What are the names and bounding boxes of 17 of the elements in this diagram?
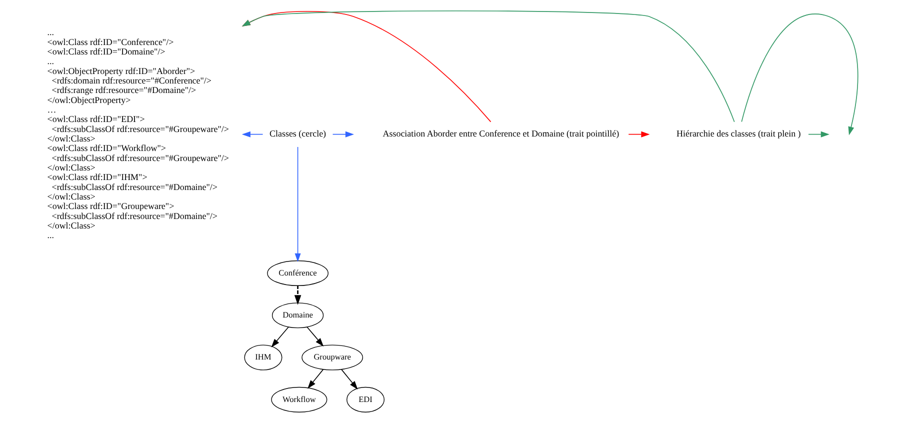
- arrow: [241, 10, 491, 122]
- arrow: [740, 14, 858, 136]
- arrow: [340, 369, 358, 390]
- arrow: [628, 131, 650, 138]
- arrow: [306, 326, 324, 347]
- arrow: [270, 326, 288, 348]
- node-text: Classes (cercle): [269, 128, 326, 139]
- node-text: Association Aborder entre Conference et Domaine (trait pointillé): [382, 128, 619, 139]
- arrow: [294, 146, 300, 262]
- arrow: [294, 286, 301, 305]
- arrow: [332, 131, 354, 138]
- arrow: [241, 131, 263, 138]
- arrow: [307, 369, 324, 389]
- node-text: ... <owl:Class rdf:ID="Conference"/> <owl:Class rdf:ID="Domaine"/> ... <owl:ObjectProperty rdf:ID="Aborder"> <rdfs:domain rdf:resource="#Conference"/> <rdfs:range rdf:resource="#Domaine"/> </owl:ObjectProperty> … <owl:Class rdf:ID="EDI"> <rdfs:subClassOf rdf:resource="#Groupeware"/> </owl:Class> <owl:Class rdf:ID="Workflow"> <rdfs:subClassOf rdf:resource="#Groupeware"/> </owl:Class> <owl:Class rdf:ID="IHM"> <rdfs:subClassOf rdf:resource="#Domaine"/> </owl:Class> <owl:Class rdf:ID="Groupeware"> <rdfs:subClassOf rdf:resource="#Domaine"/> </owl:Class> ...: [46, 27, 228, 240]
- arrow: [241, 10, 734, 122]
- node-text: Hiérarchie des classes (trait plein ): [676, 128, 800, 139]
- arrow: [808, 131, 829, 138]
